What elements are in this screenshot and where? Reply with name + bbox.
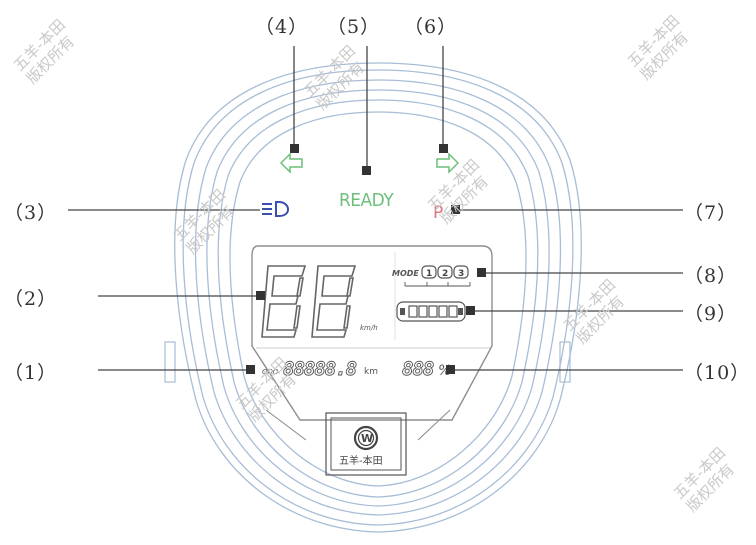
odo-digits: 88888.8 (283, 358, 357, 380)
odo-label: ODO (262, 368, 279, 376)
shell-inner (229, 111, 527, 487)
mode-bracket (404, 282, 471, 287)
logo-plate (325, 412, 407, 476)
callout-label-8: （8） (684, 265, 738, 287)
mode-3-text: 3 (458, 269, 464, 279)
speed-digit-2 (311, 265, 357, 338)
callout-label-10: （10） (684, 362, 751, 384)
right-turn-signal-icon (436, 152, 460, 174)
callout-label-1: （1） (4, 362, 58, 384)
leader-9-marker (466, 306, 475, 315)
shell-contour-5 (217, 99, 539, 498)
parking-indicator: P (433, 203, 443, 223)
leader-4-marker (290, 144, 299, 153)
callout-label-2: （2） (4, 288, 58, 310)
callout-lines (68, 46, 683, 374)
callout-label-6: （6） (404, 16, 458, 38)
leader-5-marker (362, 166, 371, 175)
lcd-panel (251, 245, 493, 421)
mode-label: MODE (392, 269, 419, 278)
logo-emblem-inner (357, 429, 375, 447)
battery-seg-3 (428, 305, 438, 318)
callout-label-3: （3） (4, 202, 58, 224)
leader-6-marker (439, 144, 448, 153)
left-turn-signal-icon (279, 152, 303, 174)
battery-seg-1 (408, 305, 418, 318)
mode-3-box (453, 265, 469, 279)
logo-plate-inner (330, 417, 402, 471)
odo-unit: km (364, 367, 378, 377)
mode-1-text: 1 (426, 269, 432, 279)
logo-emblem-ring (353, 425, 379, 451)
callout-label-4: （4） (255, 16, 309, 38)
battery-gauge (396, 301, 466, 322)
battery-seg-5 (448, 305, 458, 318)
mode-2-box (437, 265, 453, 279)
speed-digit-1 (261, 265, 307, 338)
battery-minus-cap (400, 308, 405, 315)
lower-right-accent (417, 409, 451, 441)
leader-2-marker (256, 291, 265, 300)
shell-contour-2 (182, 69, 574, 526)
mode-boxes (404, 265, 471, 287)
callout-label-7: （7） (684, 202, 738, 224)
callout-label-5: （5） (327, 16, 381, 38)
logo-emblem-letter: W (361, 432, 373, 445)
battery-seg-2 (418, 305, 428, 318)
logo-plate-outer (325, 412, 407, 476)
shell-outer (174, 62, 582, 533)
shell-contour-4 (206, 89, 550, 507)
leader-10-marker (446, 365, 455, 374)
battery-digits: 888 (402, 358, 434, 380)
battery-frame (396, 301, 466, 322)
shell-contour-3 (194, 79, 562, 516)
logo-brand: 五羊-本田 (339, 454, 383, 467)
ready-indicator: READY (339, 190, 394, 210)
headlight-icon (262, 201, 289, 217)
right-side-clip (559, 341, 571, 383)
battery-plus-cap (458, 308, 463, 315)
leader-7-marker (451, 205, 460, 214)
shell-contours (174, 62, 582, 533)
speed-unit: km/h (360, 324, 378, 332)
mode-1-box (421, 265, 437, 279)
leader-1-marker (246, 365, 255, 374)
leader-8-marker (477, 268, 486, 277)
lcd-frame (251, 245, 493, 421)
callout-label-9: （9） (684, 303, 738, 325)
lower-left-accent (265, 409, 307, 441)
left-side-clip (164, 341, 176, 383)
mode-2-text: 2 (442, 269, 448, 279)
battery-seg-4 (438, 305, 448, 318)
